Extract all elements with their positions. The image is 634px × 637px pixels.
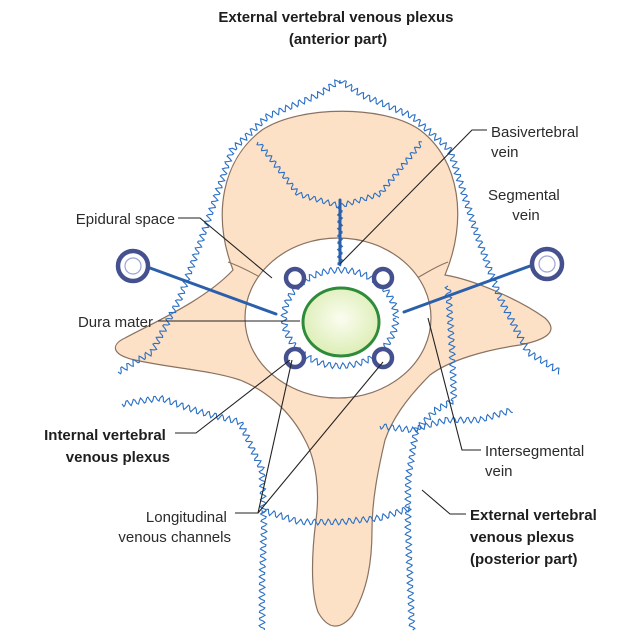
leader-ext-posterior bbox=[422, 490, 466, 514]
label-intersegmental: Intersegmental vein bbox=[485, 443, 588, 480]
label-longitudinal: Longitudinal venous channels bbox=[118, 509, 231, 546]
segmental-ring-right-inner bbox=[539, 256, 555, 272]
ring-top-left bbox=[286, 269, 304, 287]
label-internal: Internal vertebral venous plexus bbox=[44, 427, 170, 466]
label-segmental: Segmental vein bbox=[488, 187, 564, 224]
ring-bottom-left bbox=[286, 349, 304, 367]
label-epidural: Epidural space bbox=[76, 211, 175, 228]
segmental-ring-left-inner bbox=[125, 258, 141, 274]
label-dura: Dura mater bbox=[78, 314, 153, 331]
plexus-posterior-right-lateral bbox=[380, 409, 513, 433]
ring-top-right bbox=[374, 269, 392, 287]
label-ext-anterior: External vertebral venous plexus (anteri… bbox=[218, 9, 457, 48]
ring-bottom-right bbox=[374, 349, 392, 367]
dura-mater bbox=[303, 288, 379, 356]
label-ext-posterior: External vertebral venous plexus (poster… bbox=[470, 507, 601, 568]
label-basivertebral: Basivertebral vein bbox=[491, 124, 583, 161]
